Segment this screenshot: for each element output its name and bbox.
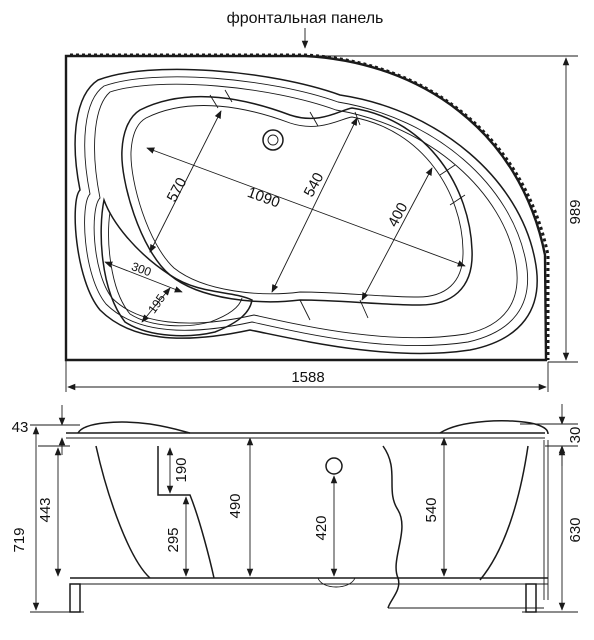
dim-30: 30: [567, 427, 584, 444]
dim-540: 540: [301, 170, 328, 200]
panel-cut-line: [382, 445, 403, 609]
rim-outer: [74, 68, 538, 355]
tub-outline: [64, 54, 548, 362]
drain-icon: [262, 129, 284, 151]
dim-1588: 1588: [291, 369, 324, 386]
rim-line-2: [84, 76, 528, 347]
right-headrest: [439, 420, 549, 435]
dim-line-540: [271, 117, 358, 293]
dim-300: 300: [130, 259, 154, 279]
dim-540-side: 540: [423, 497, 440, 522]
dim-43: 43: [12, 419, 29, 436]
dim-295: 295: [165, 527, 182, 552]
dim-line-570: [149, 110, 222, 253]
tub-left-wall: [95, 445, 151, 579]
dim-400: 400: [385, 200, 412, 230]
top-view: фронтальная панель 1090 570 540 400 300: [64, 10, 584, 392]
dim-line-400: [361, 167, 433, 301]
dim-443: 443: [37, 497, 54, 522]
dim-490: 490: [227, 493, 244, 518]
tub-right-wall: [479, 445, 529, 581]
dim-190: 190: [173, 457, 190, 482]
side-view: 43 719 443 190 295 490 420 540 30 630: [11, 404, 584, 613]
dim-420: 420: [313, 515, 330, 540]
rim-line-3: [93, 83, 518, 339]
dim-line-195: [141, 287, 171, 323]
drain-ring: [267, 134, 279, 146]
dim-1090: 1090: [245, 184, 282, 211]
overflow-icon: [325, 457, 343, 475]
drain-outlet: [317, 577, 356, 588]
leg-left: [69, 583, 81, 613]
seat-inner: [108, 211, 243, 327]
front-panel-dashed-edge: [70, 53, 550, 360]
front-panel-side: [388, 440, 549, 609]
dim-630: 630: [567, 517, 584, 542]
left-headrest: [77, 421, 191, 434]
front-panel-label: фронтальная панель: [227, 10, 384, 27]
dim-989: 989: [567, 199, 584, 224]
seat: [100, 197, 253, 337]
dim-195: 195: [145, 291, 168, 316]
dim-line-1090: [146, 147, 466, 267]
dim-line-300: [104, 261, 183, 293]
seat-step: [157, 446, 215, 579]
dim-719: 719: [11, 527, 28, 552]
